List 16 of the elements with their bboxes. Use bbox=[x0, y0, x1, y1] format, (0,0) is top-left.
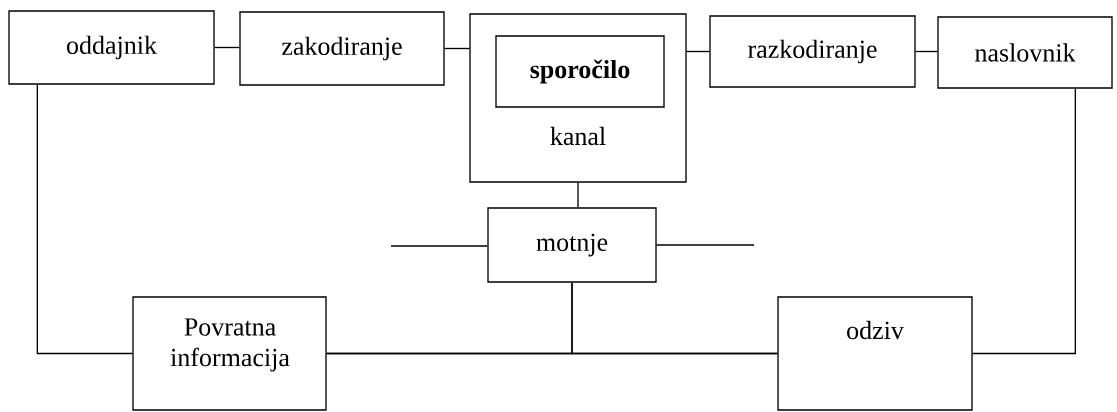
process-box: zakodiranje bbox=[239, 11, 445, 86]
connector-line bbox=[915, 50, 938, 53]
process-box: motnje bbox=[487, 207, 657, 283]
connector-line bbox=[656, 244, 755, 246]
process-box: oddajnik bbox=[8, 10, 215, 85]
connector-line bbox=[390, 245, 488, 247]
process-box: odziv bbox=[777, 296, 973, 411]
connector-line bbox=[214, 46, 240, 49]
process-box: Povratna informacija bbox=[132, 296, 327, 411]
connector-line bbox=[571, 282, 778, 355]
process-box: razkodiranje bbox=[709, 15, 916, 88]
process-box: naslovnik bbox=[937, 16, 1113, 89]
message-box: sporočilo bbox=[495, 35, 665, 108]
connector-line bbox=[444, 47, 470, 50]
connector-line bbox=[577, 182, 579, 208]
connector-line bbox=[686, 50, 710, 53]
